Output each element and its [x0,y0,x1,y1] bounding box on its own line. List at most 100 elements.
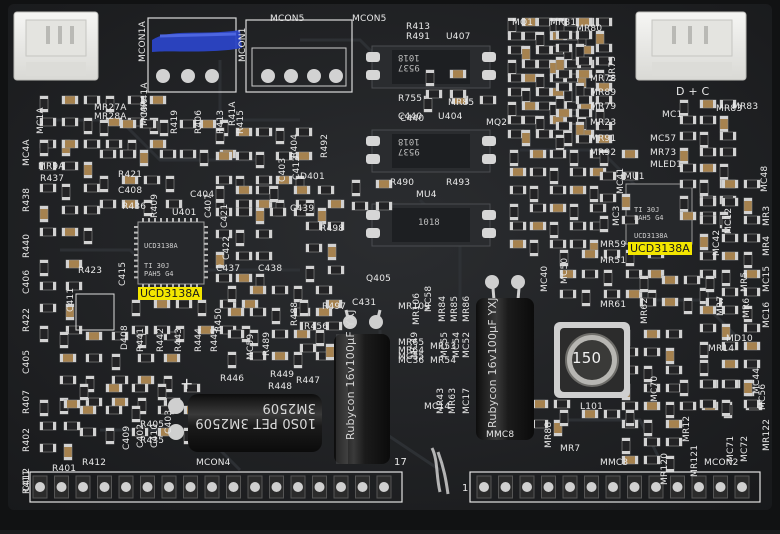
silk-mc35: MC35 [398,352,425,362]
silk-mc36: MC36 [398,356,425,366]
silk-r441: R441 [136,327,146,352]
silk-u401: U401 [172,208,197,218]
silk-r442: R442 [156,327,166,352]
silk-r444: R444 [194,327,204,352]
silk-r492: R492 [320,133,330,158]
silk-mr109: MR109 [398,302,431,312]
silk-c409: C409 [122,425,132,450]
capacitor-print-center: Rubycon 16v100μF YXJ [344,309,357,440]
silk-mc40: MC40 [540,265,550,292]
connector-top-left [13,11,99,81]
silk-mmc8: MMC8 [486,430,515,440]
label-mcon5: MCON5 [270,14,305,24]
silk-mq2: MQ2 [486,118,508,128]
silk-mr4: MR4 [762,235,772,257]
silk-mr3: MR3 [762,205,772,227]
silk-mc71: MC71 [726,435,736,462]
silk-mc57: MC57 [650,134,677,144]
silk-mc41: MC41 [616,167,626,194]
silk-mr86: MR86 [462,295,472,322]
silk-r436: R436 [122,202,147,212]
silk-mr27a: MR27A [94,103,127,113]
silk-c403: C403 [278,157,288,182]
silk-mc3: MC3 [612,205,622,227]
silk-mc56: MC56 [758,383,768,410]
silk-r489: R489 [262,331,272,356]
silk-c437: C437 [216,264,241,274]
silk-r401: R401 [52,464,77,474]
silk-mr59: MR59 [600,240,627,250]
silk-r498: R498 [320,224,345,234]
silk-l101: L101 [580,402,603,412]
silk-r447: R447 [296,376,321,386]
silk-mr7: MR7 [560,444,581,454]
silk-c411: C411 [66,287,76,312]
silk-r406: R406 [194,109,204,134]
pin-header-right [476,475,750,499]
highlight-label-left: UCD3138A [138,287,202,300]
silk-mu4: MU4 [416,190,437,200]
silk-c421: C421 [220,203,230,228]
silk-r449: R449 [270,370,295,380]
silk-mr83: MR83 [732,102,759,112]
silk-r402: R402 [22,427,32,452]
silk-d408: D408 [120,324,130,350]
silk-mc15: MC15 [762,265,772,292]
silk-c408: C408 [118,186,143,196]
silk-mr120: MR120 [660,452,670,485]
silk-r497: R497 [322,302,347,312]
silk-mr14: MR14 [708,344,735,354]
silk-c403: C403 [164,409,174,434]
silk-mc52: MC52 [462,331,472,358]
silk-r443: R443 [174,327,184,352]
silk-mc16: MC16 [762,301,772,328]
silk-r490: R490 [390,178,415,188]
silk-c407: C407 [204,193,214,218]
silk-mq1: MQ1 [512,18,534,28]
highlight-label-right: UCD3138A [628,242,692,255]
mosfet-marking-3: 1018 [418,218,440,228]
chip-marking-right: TI 30J PAH5 G4 UCD3138A [634,206,668,240]
silk-r412: R412 [82,458,107,468]
silk-c440: C440 [400,114,425,124]
silk-mr51: MR51 [600,256,627,266]
capacitor-right [476,275,534,440]
silk-mr79: MR79 [590,102,617,112]
silk-c438: C438 [258,264,283,274]
silk-mc50: MC50 [560,257,570,284]
silk-mr80: MR80 [576,24,603,34]
silk-mr64: MR64 [398,346,425,356]
silk-mr5: MR5 [740,271,750,293]
silk-mc4a: MC4A [22,138,32,166]
silk-mr92: MR92 [590,148,617,158]
label-mcon2: MCON2 [704,458,739,468]
pin-label-1: 1 [462,483,469,494]
chip-marking-left: UCD3138A TI 30J PAH5 G4 [144,242,178,278]
silk-mr28a: MR28A [94,112,127,122]
mosfets [366,45,496,247]
silk-c440: C440 [398,112,423,122]
silk-mr6: MR6 [742,297,752,319]
silk-c415: C415 [118,261,128,286]
silk-c439: C439 [290,204,315,214]
silk-mc70: MC70 [650,375,660,402]
capacitor-horizontal [168,394,322,452]
silk-r437: R437 [40,174,65,184]
silk-mc1a: MC1A [36,106,46,134]
silk-u404: U404 [438,112,463,122]
header-mcon1a [147,17,242,93]
silk-mr121: MR121 [690,444,700,477]
silk-r491: R491 [406,32,431,42]
silk-r435: R435 [140,436,165,446]
silk-r456: R456 [304,322,329,332]
silk-mr84: MR84 [438,295,448,322]
silk-mr83: MR83 [716,104,743,114]
silk-mc59: MC59 [246,333,256,360]
connector-symbols: D + C [676,85,710,98]
silk-mr61: MR61 [600,300,627,310]
silk-r450: R450 [214,307,224,332]
silk-c405: C405 [22,349,32,374]
silk-r488: R488 [290,301,300,326]
silk-mr62: MR62 [640,297,650,324]
silk-r413: R413 [406,22,431,32]
